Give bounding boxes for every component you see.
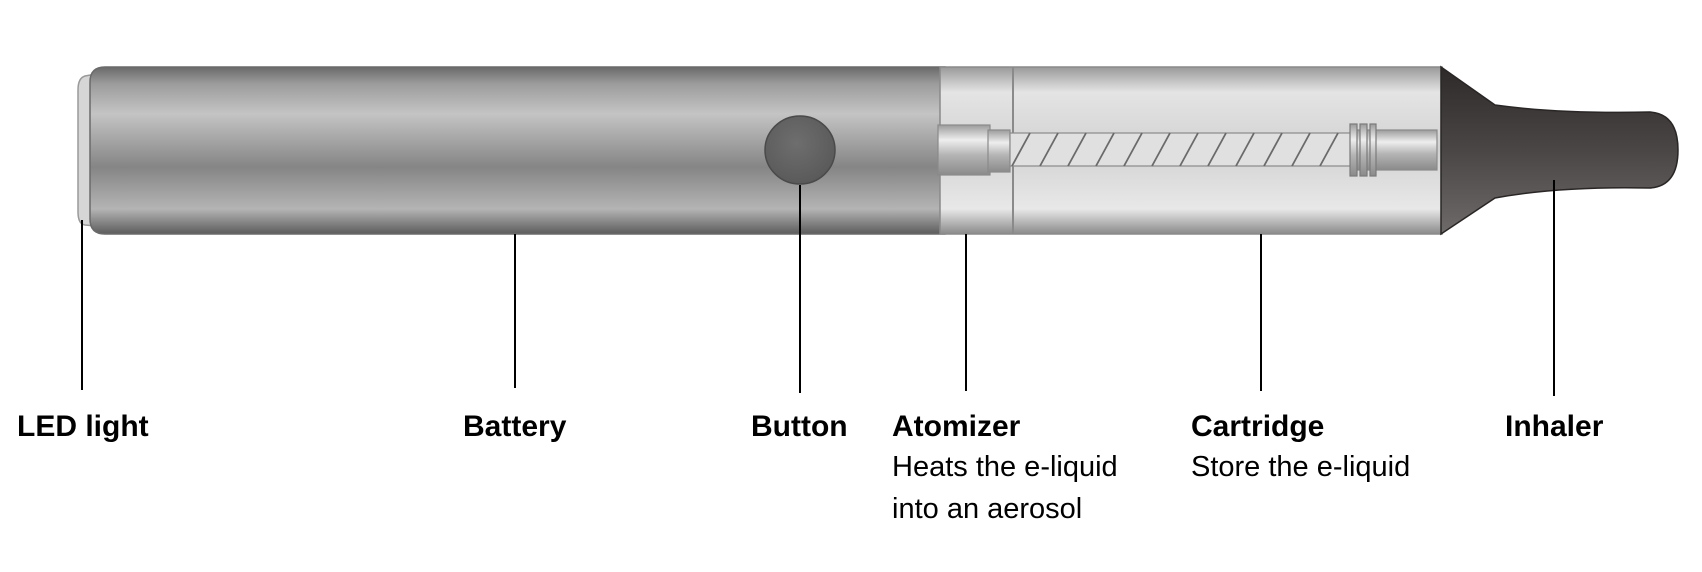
battery-body	[89, 66, 946, 235]
atomizer-description-line-1: Heats the e-liquid	[892, 451, 1118, 483]
inhaler-label: Inhaler	[1505, 408, 1603, 446]
battery-title: Battery	[463, 410, 567, 443]
inhaler-title: Inhaler	[1505, 410, 1604, 443]
atomizer-connector	[937, 124, 991, 176]
cartridge-ring	[1359, 123, 1368, 177]
atomizer-label: Atomizer Heats the e-liquid into an aero…	[892, 408, 1118, 530]
cartridge-ring	[1349, 123, 1358, 177]
atomizer-connector-inner	[987, 129, 1011, 173]
inhaler-shape	[1440, 65, 1679, 236]
button-shape	[764, 115, 836, 185]
led-light-title: LED light	[17, 410, 149, 443]
cartridge-description-line-1: Store the e-liquid	[1191, 451, 1411, 483]
button-label: Button	[751, 408, 848, 446]
cartridge-ring	[1369, 123, 1377, 177]
cartridge-label: Cartridge Store the e-liquid	[1191, 408, 1410, 488]
battery-label: Battery	[463, 408, 566, 446]
cartridge-title: Cartridge	[1191, 410, 1325, 443]
led-light-label: LED light	[17, 408, 149, 446]
atomizer-title: Atomizer	[892, 410, 1021, 443]
atomizer-description-line-2: into an aerosol	[892, 493, 1083, 525]
atomizer-coil-hatching	[1011, 132, 1339, 167]
button-title: Button	[751, 410, 848, 443]
